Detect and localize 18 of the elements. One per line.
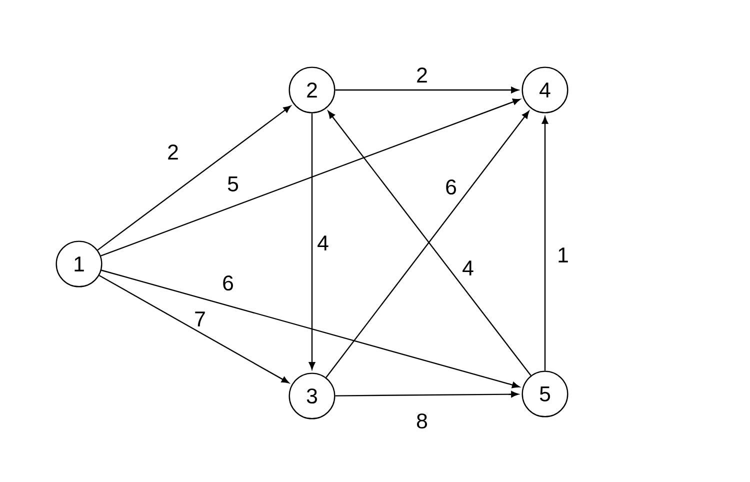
edge-label: 5 <box>226 175 240 193</box>
arrow <box>308 113 316 370</box>
edge-label: 7 <box>192 310 208 328</box>
arrow <box>98 274 290 384</box>
edge-label: 4 <box>460 259 476 277</box>
edge-label: 1 <box>556 246 570 264</box>
arrow <box>335 86 519 94</box>
arrow <box>335 391 519 398</box>
arrow <box>97 106 291 251</box>
edge-label: 2 <box>166 143 180 161</box>
edge-label: 8 <box>414 412 430 430</box>
edge-label: 2 <box>414 66 430 84</box>
arrow <box>101 270 520 388</box>
edge-label: 6 <box>444 178 458 196</box>
edge-label: 6 <box>220 274 236 292</box>
edge-label: 4 <box>316 234 330 252</box>
arrow <box>542 116 548 371</box>
arrow <box>100 98 520 256</box>
